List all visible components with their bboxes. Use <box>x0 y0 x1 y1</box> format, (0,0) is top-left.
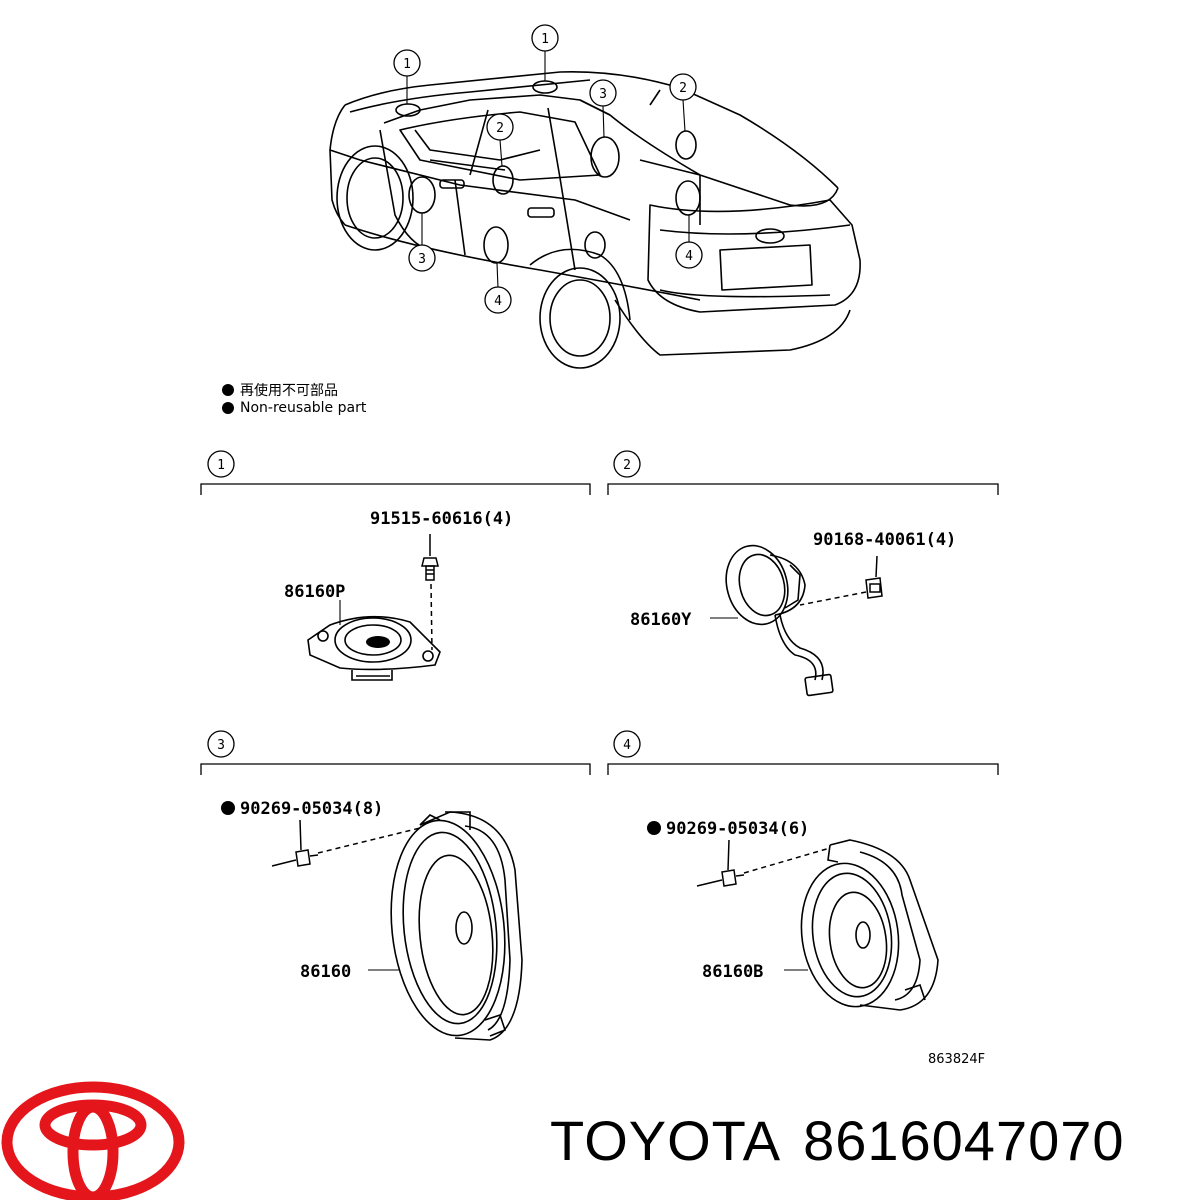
clip-90269-6-drawing <box>696 839 831 887</box>
callout-number-3: 3 <box>418 252 426 267</box>
section-brackets <box>200 483 999 775</box>
screw-90168-drawing <box>799 555 883 606</box>
speaker-86160B-drawing <box>800 839 939 1011</box>
car-illustration <box>329 71 861 369</box>
callout-number-3: 3 <box>599 87 607 102</box>
speaker-marker-rear-small <box>675 130 697 160</box>
part-label-86160: 86160 <box>300 962 351 982</box>
callout-number-4: 4 <box>685 249 693 264</box>
non-reusable-dot-section-4 <box>647 821 661 835</box>
legend-item-jp: 再使用不可部品 <box>222 380 338 400</box>
section-1-bracket <box>200 483 591 495</box>
part-label-86160P: 86160P <box>284 582 345 602</box>
section-number-2: 2 <box>623 458 631 473</box>
speaker-marker-front-right-top <box>532 80 558 94</box>
car-callouts: 1 1 2 2 3 3 4 4 <box>393 24 703 314</box>
callout-leaders <box>406 50 690 289</box>
section-2-bracket <box>607 483 999 495</box>
speaker-86160P-drawing <box>307 615 441 681</box>
screw-91515-drawing <box>421 534 439 651</box>
part-label-86160Y: 86160Y <box>630 610 692 630</box>
speaker-marker-front-door-small <box>492 165 514 195</box>
non-reusable-dot-section-3 <box>221 801 235 815</box>
speaker-86160Y-drawing <box>725 544 834 697</box>
part-label-91515: 91515-60616(4) <box>370 509 513 529</box>
callout-number-1: 1 <box>403 57 411 72</box>
part-label-90269-6: 90269-05034(6) <box>666 819 809 839</box>
callout-number-2: 2 <box>496 121 504 136</box>
part-label-86160B: 86160B <box>702 962 763 982</box>
section-3-bracket <box>200 763 591 775</box>
non-reusable-dot-icon <box>222 402 234 414</box>
speaker-marker-rear-upper <box>590 136 620 178</box>
clip-90269-8-drawing <box>271 819 421 867</box>
part-label-90269-8: 90269-05034(8) <box>240 799 383 819</box>
speaker-marker-rear-quarter <box>675 180 701 216</box>
legend-text-en: Non-reusable part <box>240 400 367 416</box>
callout-number-2: 2 <box>679 81 687 96</box>
speaker-marker-front-left-top <box>395 103 421 117</box>
legend-item-en: Non-reusable part <box>222 400 366 416</box>
section-number-3: 3 <box>217 738 225 753</box>
section-number-4: 4 <box>623 738 631 753</box>
speaker-marker-rear-door <box>483 226 509 264</box>
section-4-bracket <box>607 763 999 775</box>
toyota-logo <box>1 1081 185 1200</box>
footer-brand: TOYOTA 8616047070 <box>550 1108 1125 1173</box>
section-number-circles: 1 2 3 4 <box>207 450 641 758</box>
speaker-86160-drawing <box>390 811 523 1041</box>
callout-number-1: 1 <box>541 32 549 47</box>
callout-number-4: 4 <box>494 294 502 309</box>
section-number-1: 1 <box>217 458 225 473</box>
part-number: 8616047070 <box>803 1109 1125 1172</box>
part-label-90168: 90168-40061(4) <box>813 530 956 550</box>
part-labels: 91515-60616(4) 86160P 90168-40061(4) 861… <box>240 509 956 982</box>
non-reusable-dot-icon <box>222 384 234 396</box>
brand-name: TOYOTA <box>550 1109 782 1172</box>
drawing-code: 863824F <box>928 1052 986 1067</box>
legend-text-jp: 再使用不可部品 <box>240 383 338 399</box>
